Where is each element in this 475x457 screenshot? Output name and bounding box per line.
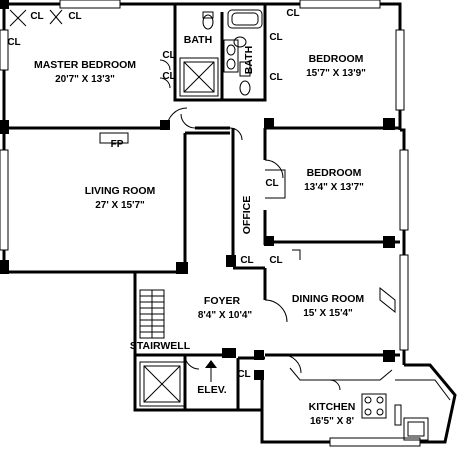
master-bedroom-label: MASTER BEDROOM [34,59,136,71]
dining-room-label: DINING ROOM [292,293,365,305]
fireplace [99,132,129,144]
windows [0,0,421,447]
dining-room-dims: 15' X 15'4" [303,308,353,319]
foyer-dims: 8'4" X 10'4" [198,310,253,321]
closet-label: CL [269,255,282,266]
elevator-label: ELEV. [197,384,226,396]
living-room-dims: 27' X 15'7" [95,200,145,211]
master-bedroom-dims: 20'7" X 13'3" [55,74,115,85]
closet-label: CL [240,255,253,266]
living-room-label: LIVING ROOM [85,185,156,197]
closet-label: CL [162,50,175,61]
bath-2-label: BATH [243,46,255,74]
closet-label: CL [269,72,282,83]
kitchen-label: KITCHEN [309,401,356,413]
closet-label: CL [237,369,250,380]
closet-label: CL [286,8,299,19]
bath-fixtures [179,9,263,97]
closet-label: CL [269,32,282,43]
door-swings [159,59,396,374]
bedroom-2-dims: 13'4" X 13'7" [304,182,364,193]
closet-label: CL [7,37,20,48]
kitchen-fixtures [289,367,451,441]
foyer-label: FOYER [204,295,241,307]
bedroom-1-dims: 15'7" X 13'9" [306,68,366,79]
bedroom-1-label: BEDROOM [309,53,364,65]
closet-label: CL [30,11,43,22]
closet-label: CL [162,71,175,82]
stairwell-label: STAIRWELL [130,340,191,352]
entry-arrow-icon [205,360,217,382]
closet-shelving [9,9,301,260]
kitchen-dims: 16'5" X 8' [310,416,354,427]
closet-label: CL [68,11,81,22]
office-label: OFFICE [241,196,253,235]
stairs [139,289,165,339]
bath-1-label: BATH [184,34,212,46]
fireplace-label: FP [111,139,124,150]
closet-label: CL [265,178,278,189]
bedroom-2-label: BEDROOM [307,167,362,179]
elevator-shaft [139,361,185,407]
